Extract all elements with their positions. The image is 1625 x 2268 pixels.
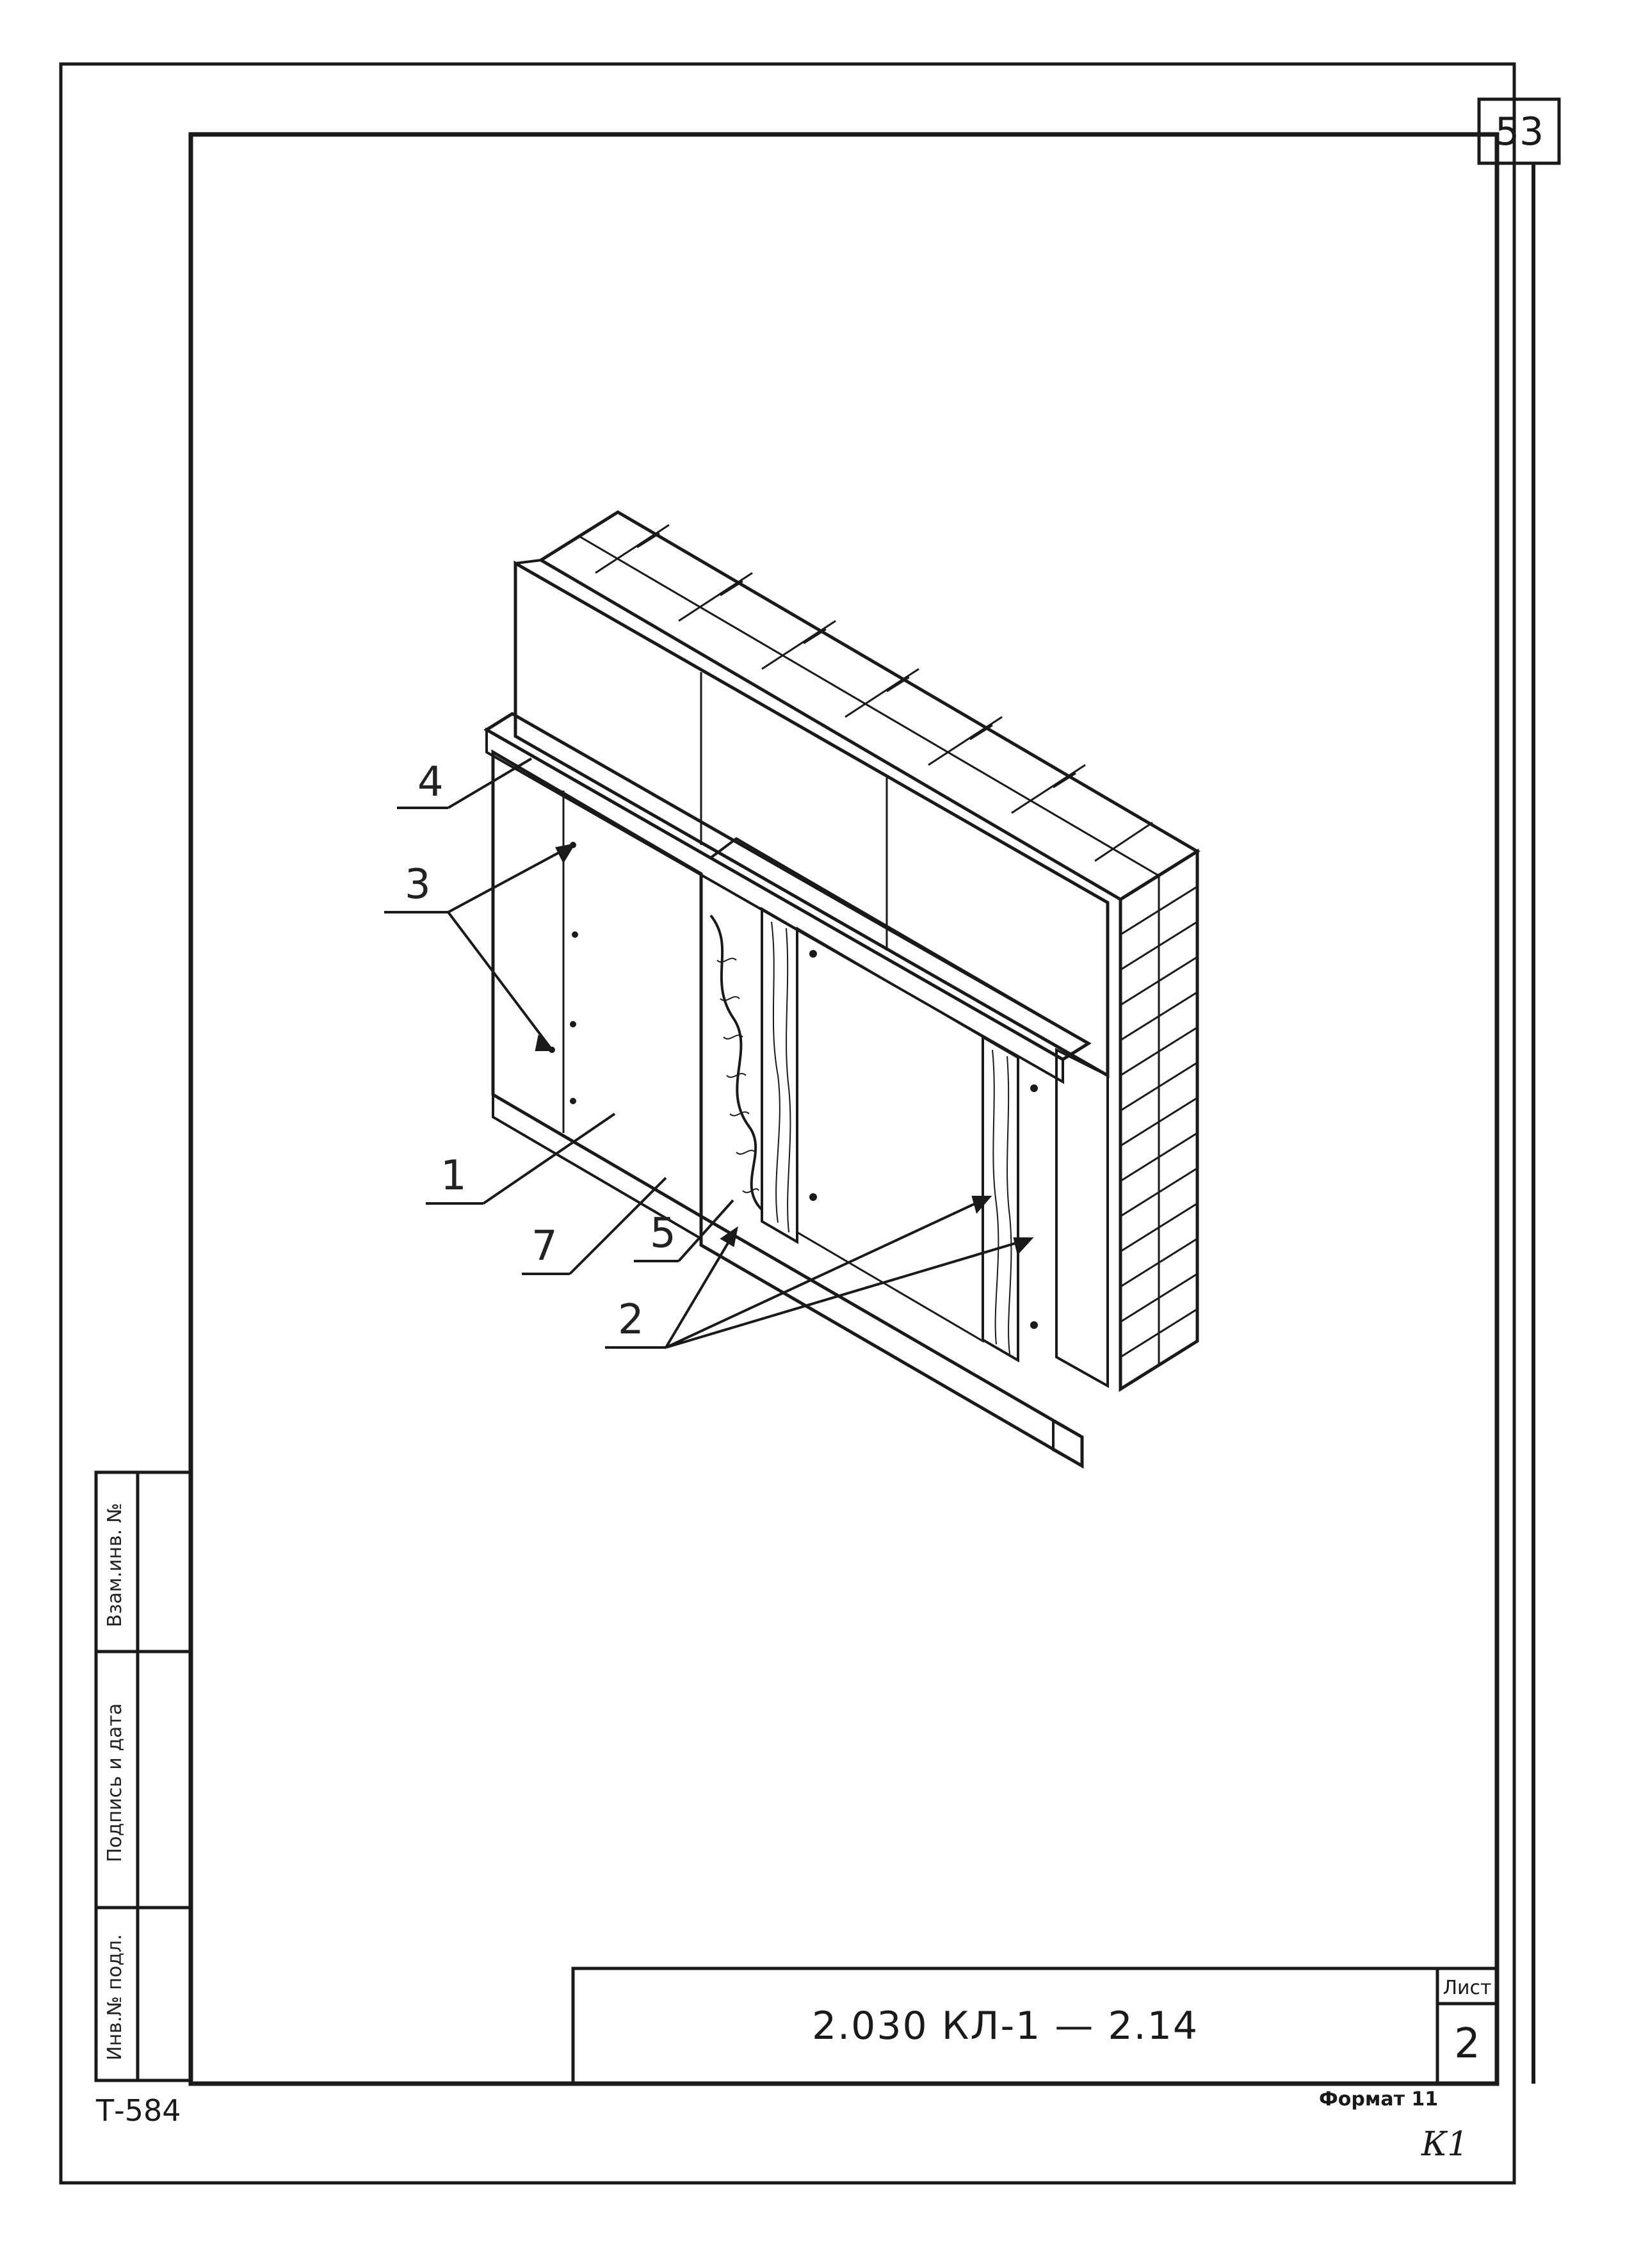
original-label: Инв.№ подл. [104, 1934, 126, 2061]
wall-isometric-drawing [483, 510, 1201, 1469]
leader-lines [384, 757, 1034, 1349]
callout-label-7: 7 [531, 1223, 558, 1270]
hand-mark: К1 [1421, 2125, 1469, 2164]
insulation-board-lower [1055, 1047, 1109, 1388]
panel-left [491, 749, 703, 1219]
mineral-wool-edge [709, 914, 763, 1211]
mineral-wool-texture [716, 958, 759, 1193]
archive-number: 53 [1494, 109, 1544, 154]
outer-border [59, 62, 1516, 2185]
bottom-beam-end [1052, 1419, 1083, 1468]
interchange-label: Взам.инв. № [104, 1502, 126, 1628]
opening-inner-board [796, 926, 984, 1343]
brick-right-courses [1120, 876, 1198, 1365]
opening-top-beam [708, 837, 1091, 1061]
signature-label: Подпись и дата [104, 1703, 126, 1863]
top-beam-front [485, 727, 1064, 1084]
drawing-code: 2.030 КЛ-1 — 2.14 [811, 2004, 1199, 2048]
callout-label-5: 5 [650, 1210, 676, 1257]
stud-grain [771, 921, 1012, 1355]
stud-1 [761, 906, 798, 1244]
callout-label-1: 1 [441, 1152, 467, 1200]
callout-label-4: 4 [417, 759, 444, 806]
side-stamp-frame [94, 1470, 193, 2082]
format-label: Формат 11 [1319, 2088, 1439, 2111]
title-block-frame [571, 1966, 1499, 2086]
inner-frame [188, 132, 1500, 2086]
fastener-dots [549, 842, 1038, 1329]
brick-top-joints [579, 524, 1160, 877]
sheet-number: 2 [1454, 2020, 1480, 2068]
sheet-label: Лист [1443, 1976, 1492, 1999]
inventory-mark: Т-584 [96, 2093, 181, 2128]
brick-right-face [1119, 848, 1199, 1392]
callout-label-3: 3 [405, 861, 431, 908]
archive-number-box [1477, 97, 1561, 165]
callout-label-2: 2 [618, 1296, 644, 1344]
bottom-beam [699, 1213, 1084, 1469]
